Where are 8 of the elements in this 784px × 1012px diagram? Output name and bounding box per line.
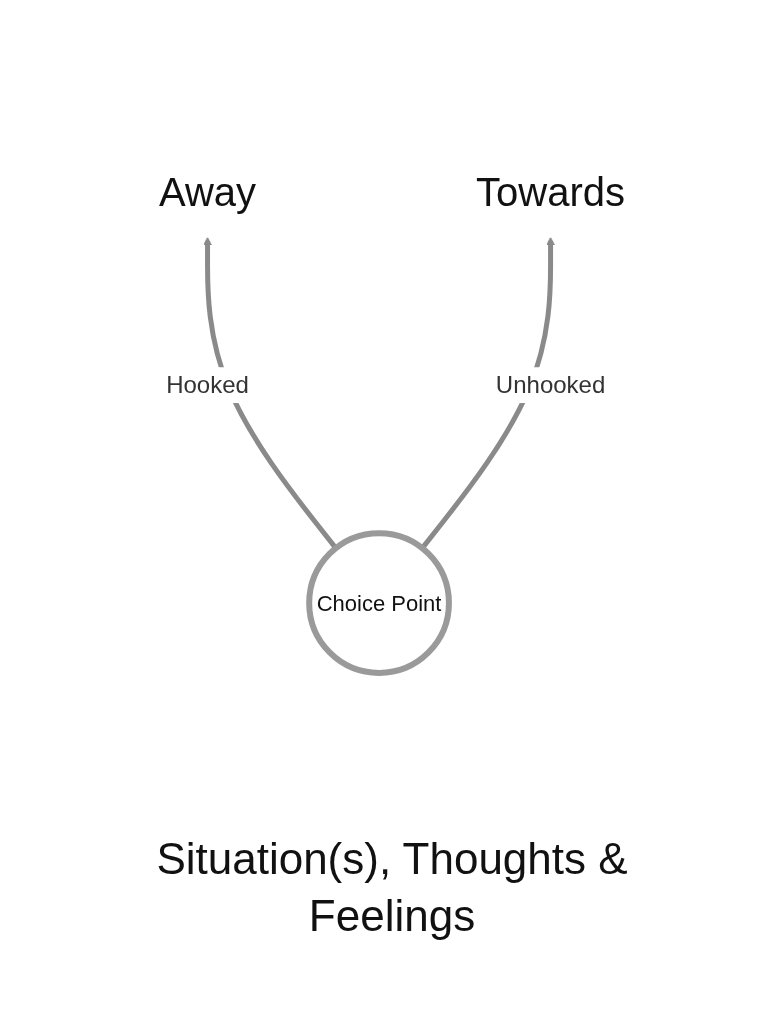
node-circle: Choice Point (306, 530, 452, 676)
node-text: Away (158, 170, 257, 215)
arrow (203, 236, 338, 550)
arrow (420, 236, 555, 550)
note-text: Situation(s), Thoughts & Feelings (155, 833, 629, 943)
node-text: Towards (476, 170, 626, 215)
edge-label: Hooked (166, 371, 249, 399)
edge-label: Unhooked (495, 371, 606, 399)
